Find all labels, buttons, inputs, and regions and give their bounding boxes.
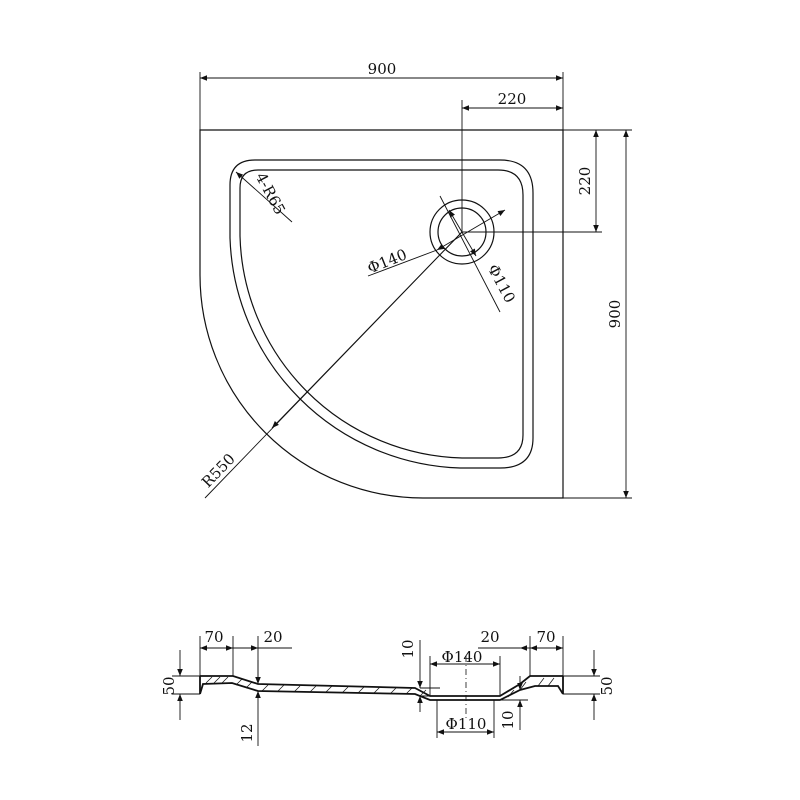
corner-radius-label: 4-R65 — [252, 170, 289, 218]
drain-inner-dim — [448, 209, 477, 257]
drain-bottom-depth-label: 10 — [499, 710, 517, 729]
drain-inner-leader — [439, 195, 501, 313]
width-label: 900 — [368, 60, 397, 78]
section-bottom-profile — [199, 682, 564, 701]
drain-x-label: 220 — [498, 90, 527, 108]
drain-outer-label: Φ140 — [365, 245, 410, 277]
top-view: 900 220 900 220 4-R65 Φ140 Φ110 R550 — [198, 60, 632, 499]
section-view: 70 20 50 12 10 Φ140 Φ110 — [160, 628, 616, 746]
right-slope-label: 20 — [480, 628, 499, 646]
left-slope-label: 20 — [263, 628, 282, 646]
drain-inner-label: Φ110 — [484, 261, 519, 306]
left-height-label: 50 — [160, 676, 178, 695]
drain-outer-section-label: Φ140 — [442, 648, 483, 666]
basin-outer-edge — [229, 159, 534, 469]
drain-inner-section-label: Φ110 — [446, 715, 487, 733]
radius-dim — [271, 231, 463, 429]
basin-inner-edge — [239, 169, 524, 459]
drain-outer-leader-ext — [367, 249, 438, 277]
right-rim-label: 70 — [536, 628, 555, 646]
radius-label: R550 — [198, 450, 239, 491]
drain-y-label: 220 — [576, 167, 594, 196]
drain-outer-leader — [436, 209, 506, 251]
left-depth-label: 12 — [238, 723, 256, 742]
drain-top-depth-label: 10 — [399, 639, 417, 658]
tray-outline — [199, 129, 564, 499]
right-height-label: 50 — [598, 676, 616, 695]
corner-radius-leader — [235, 171, 293, 223]
left-rim-label: 70 — [204, 628, 223, 646]
height-label: 900 — [606, 300, 624, 329]
